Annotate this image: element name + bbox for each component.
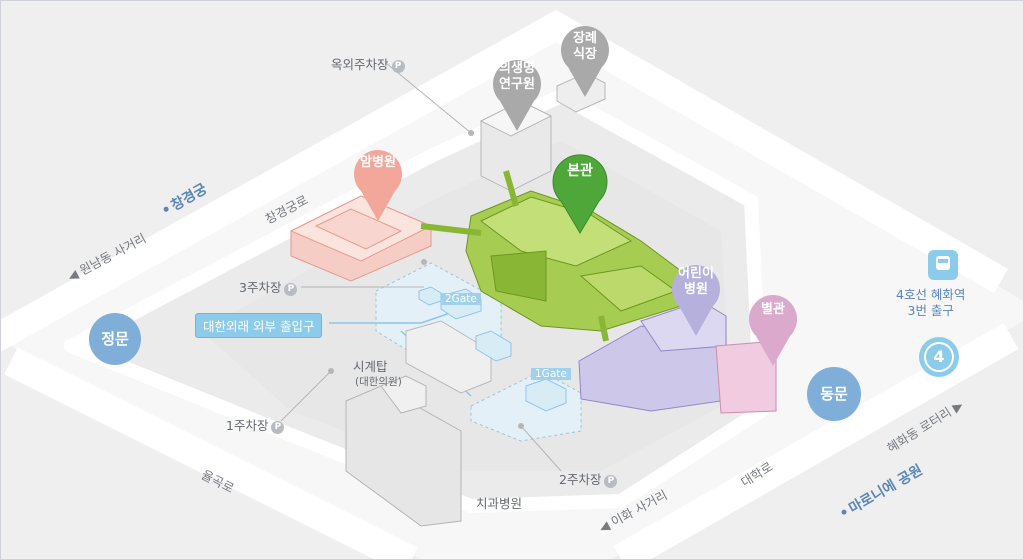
main-building-pin[interactable]: 본관 — [550, 147, 610, 235]
clocktower-label[interactable]: 시계탑 — [353, 359, 388, 374]
subway-exit-label[interactable]: 4호선 혜화역 3번 출구 — [896, 287, 966, 318]
parking-icon: P — [391, 60, 405, 73]
exit-tag[interactable]: 대한외래 외부 출입구 — [195, 313, 323, 338]
parking-icon: P — [284, 283, 298, 296]
gate1-tag[interactable]: 1Gate — [531, 368, 571, 380]
place-dot-icon — [840, 508, 848, 516]
subway-line-badge: 4 — [919, 337, 959, 377]
subway-train-icon — [928, 250, 958, 280]
parking-icon: P — [604, 475, 618, 488]
east-gate-marker[interactable]: 동문 — [807, 367, 861, 421]
childrens-hospital-pin[interactable]: 어린이 병원 — [669, 256, 723, 338]
gate2-tag[interactable]: 2Gate — [441, 293, 481, 305]
place-dot-icon — [162, 205, 170, 213]
dental-hospital-label[interactable]: 치과병원 — [476, 496, 523, 511]
clocktower-sub-label: (대한의원) — [355, 376, 402, 388]
funeral-hall-pin[interactable]: 장례 식장 — [558, 21, 612, 99]
annex-pin[interactable]: 별관 — [746, 288, 800, 368]
biomedical-research-pin[interactable]: 의생명 연구원 — [490, 51, 544, 133]
cancer-hospital-pin[interactable]: 암병원 — [351, 141, 405, 223]
parking-icon: P — [271, 421, 285, 434]
main-gate-marker[interactable]: 정문 — [89, 313, 141, 365]
